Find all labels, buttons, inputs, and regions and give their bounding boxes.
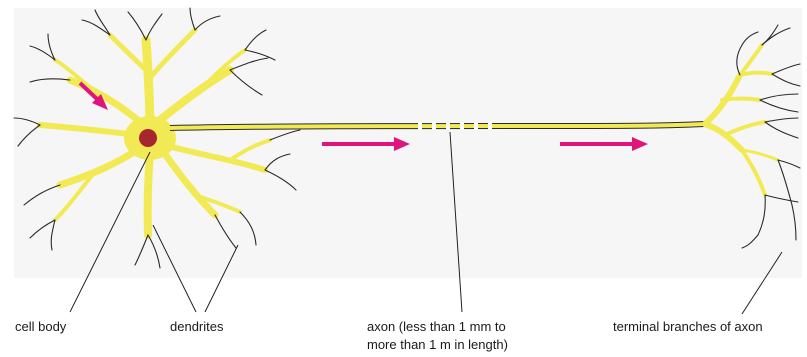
label-dendrites: dendrites bbox=[170, 319, 224, 334]
label-cell-body: cell body bbox=[15, 319, 67, 334]
nucleus bbox=[139, 129, 157, 147]
label-axon-line2: more than 1 m in length) bbox=[367, 337, 508, 352]
label-axon-line1: axon (less than 1 mm to bbox=[367, 319, 506, 334]
cell-body bbox=[124, 116, 176, 160]
label-terminal-branches: terminal branches of axon bbox=[613, 319, 763, 334]
